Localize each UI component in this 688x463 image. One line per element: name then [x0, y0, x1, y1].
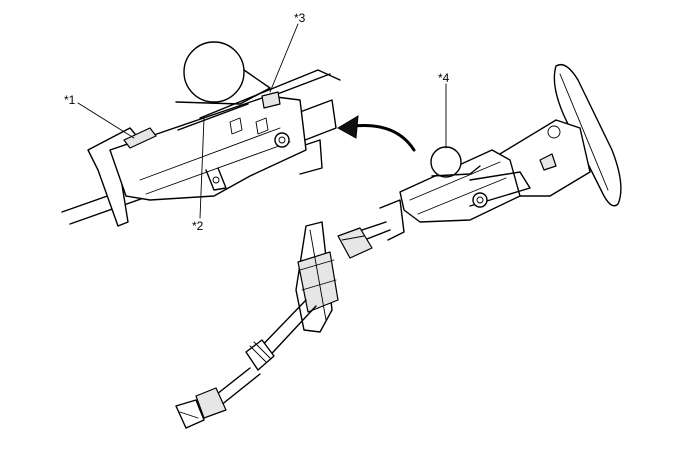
detail-view [61, 41, 341, 227]
callout-label-3: *3 [294, 11, 306, 25]
leader-3 [269, 23, 299, 93]
leader-2 [199, 117, 205, 219]
curved-arrow-icon [337, 115, 416, 152]
callout-label-2: *2 [192, 219, 204, 233]
callout-label-1: *1 [64, 93, 76, 107]
callout-label-4: *4 [438, 71, 450, 85]
leader-1 [77, 102, 135, 139]
steering-assembly [175, 63, 622, 429]
